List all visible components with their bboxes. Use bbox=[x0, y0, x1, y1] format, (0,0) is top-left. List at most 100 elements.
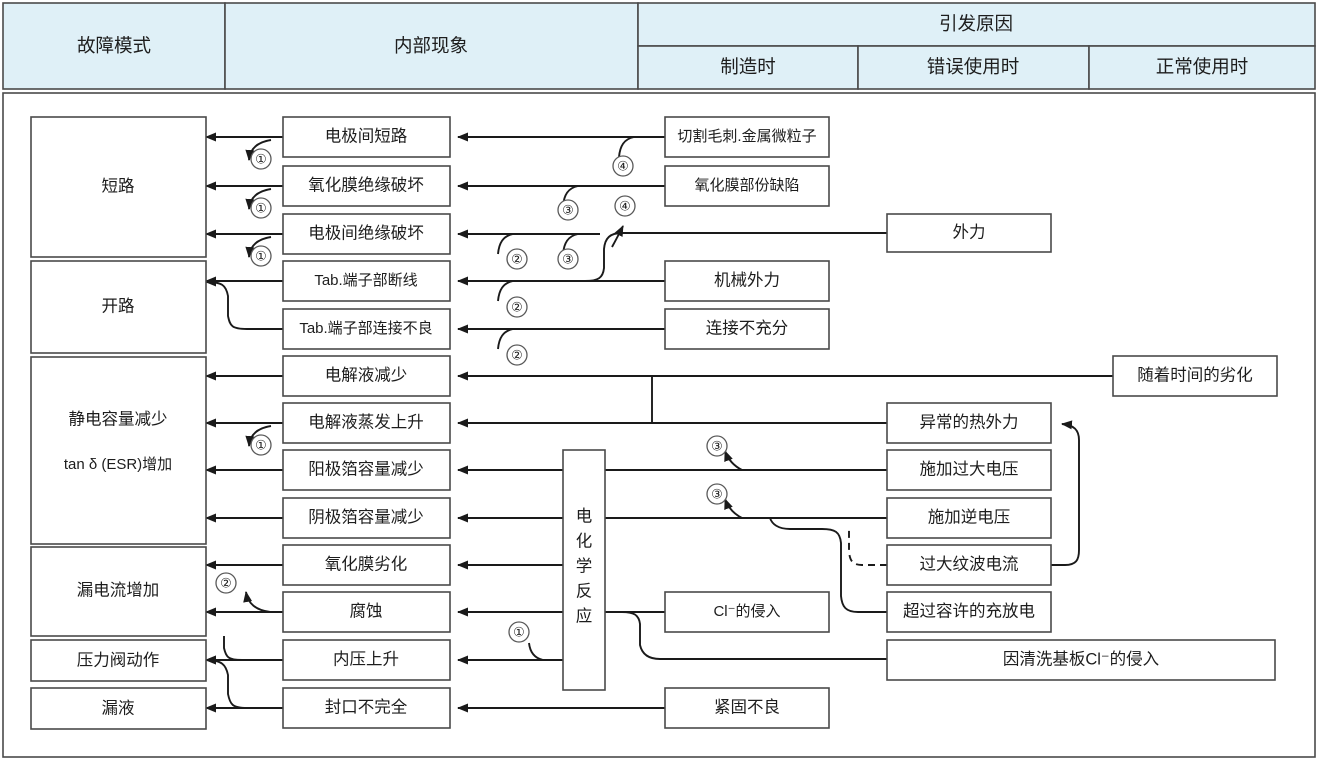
marker-text-k4: ① bbox=[255, 437, 267, 452]
cause-column-misuse: 外力 异常的热外力 施加过大电压 施加逆电压 过大纹波电流 超过容许的充放电 因… bbox=[886, 213, 1276, 681]
cause-label-m2: 异常的热外力 bbox=[920, 412, 1019, 431]
internal-label-p7: 电解液蒸发上升 bbox=[308, 412, 424, 431]
link-m6-curve bbox=[790, 528, 887, 613]
cause-column-manufacturing: 切割毛刺.金属微粒子 氧化膜部份缺陷 机械外力 连接不充分 Cl⁻的侵入 紧固不… bbox=[664, 116, 830, 729]
marker-text-k5: ① bbox=[513, 624, 525, 639]
header-label-failure-mode: 故障模式 bbox=[77, 35, 151, 56]
header-label-normal: 正常使用时 bbox=[1156, 56, 1249, 77]
internal-label-p10: 氧化膜劣化 bbox=[325, 554, 408, 573]
hook-2d bbox=[497, 328, 514, 350]
cause-box-m3[interactable] bbox=[886, 449, 1052, 491]
internal-box-p7[interactable] bbox=[282, 402, 451, 444]
cause-box-m7[interactable] bbox=[886, 639, 1276, 681]
link-p12-valve-seg bbox=[223, 636, 283, 661]
internal-label-p3: 电极间绝缘破坏 bbox=[308, 223, 424, 242]
internal-box-p6[interactable] bbox=[282, 355, 451, 397]
hook-3d bbox=[724, 498, 743, 519]
table-header: 故障模式 内部现象 引发原因 制造时 错误使用时 正常使用时 bbox=[2, 2, 1316, 90]
internal-box-p3[interactable] bbox=[282, 213, 451, 255]
internal-label-p12: 内压上升 bbox=[333, 649, 399, 668]
marker-k6: ② bbox=[215, 572, 237, 594]
cause-box-n1[interactable] bbox=[1112, 355, 1278, 397]
marker-text-k10: ③ bbox=[562, 202, 574, 217]
cause-box-m1[interactable] bbox=[886, 213, 1052, 253]
reaction-char-4: 应 bbox=[576, 606, 593, 625]
cause-label-c1: 切割毛刺.金属微粒子 bbox=[677, 128, 816, 145]
failure-mode-label-open: 开路 bbox=[102, 296, 136, 315]
internal-box-p11[interactable] bbox=[282, 591, 451, 633]
reaction-char-3: 反 bbox=[576, 581, 593, 600]
cause-label-m1: 外力 bbox=[953, 222, 986, 241]
internal-box-p8[interactable] bbox=[282, 449, 451, 491]
cause-box-c5[interactable] bbox=[664, 591, 830, 633]
internal-box-p9[interactable] bbox=[282, 497, 451, 539]
marker-k5: ① bbox=[508, 621, 530, 643]
cause-box-c6[interactable] bbox=[664, 687, 830, 729]
marker-text-k8: ② bbox=[511, 299, 523, 314]
failure-mode-label-leakcur: 漏电流增加 bbox=[77, 580, 160, 599]
failure-mode-label-cap-esr: tan δ (ESR)增加 bbox=[64, 456, 172, 473]
marker-text-k13: ③ bbox=[711, 486, 723, 501]
reaction-char-2: 学 bbox=[576, 556, 593, 575]
marker-k12: ③ bbox=[706, 435, 728, 457]
internal-box-p4[interactable] bbox=[282, 260, 451, 302]
internal-label-p4: Tab.端子部断线 bbox=[314, 272, 417, 289]
marker-k9: ② bbox=[506, 344, 528, 366]
cause-box-c2[interactable] bbox=[664, 165, 830, 207]
failure-mode-box-leakliq[interactable] bbox=[30, 687, 207, 730]
header-cell-cause bbox=[637, 2, 1316, 47]
marker-text-k2: ① bbox=[255, 200, 267, 215]
internal-label-p6: 电解液减少 bbox=[325, 365, 408, 384]
marker-text-k3: ① bbox=[255, 248, 267, 263]
cause-label-m3: 施加过大电压 bbox=[920, 459, 1019, 478]
link-m5-dashed bbox=[848, 530, 887, 566]
failure-mode-box-leakcur[interactable] bbox=[30, 546, 207, 637]
hook-2c bbox=[497, 280, 514, 302]
diagram-body-border bbox=[2, 92, 1316, 758]
failure-mode-box-short[interactable] bbox=[30, 116, 207, 258]
header-label-misuse: 错误使用时 bbox=[927, 56, 1020, 77]
marker-k10: ③ bbox=[557, 199, 579, 221]
internal-box-p12[interactable] bbox=[282, 639, 451, 681]
cause-label-n1: 随着时间的劣化 bbox=[1137, 365, 1253, 384]
failure-mode-column: 短路 开路 静电容量减少 tan δ (ESR)增加 漏电流增加 压力阀动作 漏… bbox=[30, 116, 207, 730]
cause-box-m2[interactable] bbox=[886, 402, 1052, 444]
cause-box-c3[interactable] bbox=[664, 260, 830, 302]
cause-box-m5[interactable] bbox=[886, 544, 1052, 586]
cause-label-c6: 紧固不良 bbox=[714, 697, 780, 716]
cause-label-m7: 因清洗基板Cl⁻的侵入 bbox=[1003, 649, 1159, 668]
failure-mode-box-valve[interactable] bbox=[30, 639, 207, 682]
header-cell-normal bbox=[1088, 45, 1316, 90]
internal-label-p1: 电极间短路 bbox=[325, 126, 408, 145]
internal-box-p2[interactable] bbox=[282, 165, 451, 207]
hook-1a bbox=[245, 139, 272, 161]
cause-label-m6: 超过容许的充放电 bbox=[903, 601, 1035, 620]
electrochemical-reaction-box[interactable] bbox=[562, 449, 606, 691]
link-p13-leakliq-curve bbox=[205, 655, 283, 709]
link-m5-to-m2-loop bbox=[1051, 420, 1080, 566]
cause-box-m4[interactable] bbox=[886, 497, 1052, 539]
internal-box-p10[interactable] bbox=[282, 544, 451, 586]
cause-box-c4[interactable] bbox=[664, 308, 830, 350]
cause-label-m4: 施加逆电压 bbox=[928, 507, 1011, 526]
internal-box-p13[interactable] bbox=[282, 687, 451, 729]
failure-mode-box-cap[interactable] bbox=[30, 356, 207, 545]
marker-k7: ② bbox=[506, 248, 528, 270]
hook-1e bbox=[528, 642, 544, 661]
failure-mode-box-open[interactable] bbox=[30, 260, 207, 354]
cause-column-normal: 随着时间的劣化 bbox=[1112, 355, 1278, 397]
header-label-manufacturing: 制造时 bbox=[720, 56, 776, 77]
marker-text-k14: ④ bbox=[617, 158, 629, 173]
cause-box-m6[interactable] bbox=[886, 591, 1052, 633]
header-label-internal: 内部现象 bbox=[394, 35, 468, 56]
marker-layer: ① ① ① ① ① ② ② ② ② ③ ③ ③ ③ ④ ④ bbox=[215, 148, 728, 643]
failure-mode-label-short: 短路 bbox=[102, 176, 136, 195]
marker-k4: ① bbox=[250, 434, 272, 456]
internal-box-p1[interactable] bbox=[282, 116, 451, 158]
hook-4b bbox=[611, 225, 624, 248]
failure-mode-label-leakliq: 漏液 bbox=[102, 698, 135, 717]
marker-k1: ① bbox=[250, 148, 272, 170]
internal-box-p5[interactable] bbox=[282, 308, 451, 350]
cause-box-c1[interactable] bbox=[664, 116, 830, 158]
